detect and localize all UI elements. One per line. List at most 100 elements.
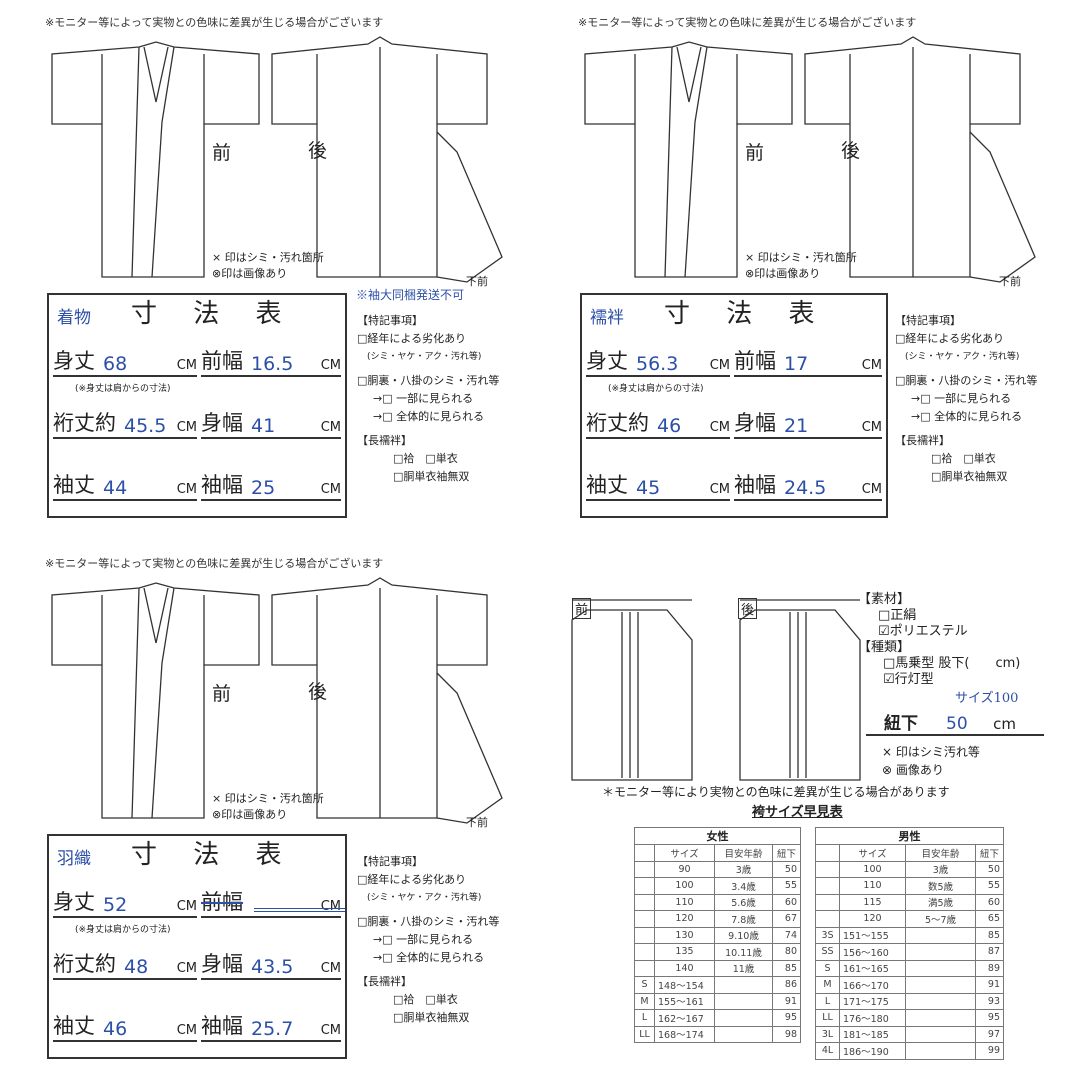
mitake-note: (※身丈は肩からの寸法): [75, 384, 171, 394]
table-cell: [634, 877, 655, 895]
himoshita-value: 50: [946, 714, 968, 734]
material-option[interactable]: □正絹: [878, 608, 917, 623]
unit-label: CM: [320, 482, 341, 497]
sheet-title: 寸 法 表: [131, 840, 296, 870]
note-line: □経年による劣化あり: [357, 873, 467, 886]
table-cell: [905, 959, 976, 977]
legend-line: ⊗印は画像あり: [212, 267, 288, 280]
unit-label: CM: [176, 482, 197, 497]
measurement-label: 裄丈約: [53, 952, 116, 976]
table-title: 男性: [815, 827, 1004, 845]
handwritten-note: ※袖大同梱発送不可: [356, 288, 465, 302]
note-line: □胴単衣袖無双: [393, 470, 470, 483]
note-line: (シミ・ヤケ・アク・汚れ等): [367, 352, 482, 362]
table-cell: [905, 992, 976, 1010]
kimono-front-collar: [101, 46, 205, 278]
table-cell: [905, 976, 976, 994]
special-notes: 【特記事項】□経年による劣化あり(シミ・ヤケ・アク・汚れ等)□胴裏・八掛のシミ・…: [357, 312, 499, 486]
kimono-back-outline: [804, 36, 1021, 278]
sheet-title: 寸 法 表: [131, 299, 296, 329]
shita-mae-label: 下前: [999, 275, 1021, 288]
legend-line: × 印はシミ汚れ等: [882, 745, 980, 759]
table-cell: 80: [772, 943, 801, 961]
measurement-value: 68: [103, 353, 128, 375]
color-disclaimer: ※モニター等によって実物との色味に差異が生じる場合がございます: [578, 16, 917, 29]
note-line: □経年による劣化あり: [895, 332, 1005, 345]
table-cell: 87: [975, 943, 1004, 961]
measurement-label: 身丈: [586, 349, 628, 373]
table-cell: 162〜167: [654, 1009, 715, 1027]
table-cell: 50: [772, 860, 801, 878]
note-line: 【長襦袢】: [357, 975, 412, 988]
material-heading: 【素材】: [858, 592, 911, 607]
note-line: □胴裏・八掛のシミ・汚れ等: [895, 374, 1038, 387]
garment-type-label: 羽織: [57, 849, 91, 869]
hakama-details: 【素材】□正絹☑ポリエステル【種類】□馬乗型 股下( cm)☑行灯型: [858, 592, 1020, 688]
table-cell: 120: [654, 910, 715, 928]
table-cell: [815, 910, 840, 928]
table-cell: 186〜190: [839, 1042, 906, 1060]
table-title: 女性: [634, 827, 801, 845]
table-cell: 55: [772, 877, 801, 895]
unit-label: CM: [320, 961, 341, 976]
measurement-label: 袖幅: [734, 473, 776, 497]
table-cell: SS: [815, 943, 840, 961]
type-option[interactable]: □馬乗型 股下( cm): [883, 656, 1021, 671]
material-option[interactable]: ☑ポリエステル: [878, 624, 968, 639]
size-note: サイズ100: [955, 691, 1019, 706]
measurement-label: 身丈: [53, 890, 95, 914]
shita-mae-label: 下前: [466, 275, 488, 288]
column-header: 目安年齢: [714, 844, 773, 862]
back-label: 後: [308, 140, 328, 162]
note-line: 【長襦袢】: [895, 434, 950, 447]
front-label: 前: [745, 142, 765, 164]
strike-line: [254, 908, 345, 912]
legend-line: ⊗印は画像あり: [212, 808, 288, 821]
note-line: 【特記事項】: [895, 314, 961, 327]
table-cell: [815, 877, 840, 895]
measurement-label: 身幅: [201, 952, 243, 976]
kimono-front-collar: [634, 46, 738, 278]
table-cell: 93: [975, 992, 1004, 1010]
table-cell: 3歳: [714, 860, 773, 878]
table-cell: [714, 1025, 773, 1043]
table-cell: 数5歳: [905, 877, 976, 895]
mitake-note: (※身丈は肩からの寸法): [75, 925, 171, 935]
table-cell: 3L: [815, 1025, 840, 1043]
table-cell: 140: [654, 959, 715, 977]
shita-mae-label: 下前: [466, 816, 488, 829]
type-heading: 【種類】: [858, 640, 911, 655]
table-cell: 60: [772, 893, 801, 911]
table-cell: L: [815, 992, 840, 1010]
table-cell: 60: [975, 893, 1004, 911]
unit-label: CM: [861, 358, 882, 373]
special-notes: 【特記事項】□経年による劣化あり(シミ・ヤケ・アク・汚れ等)□胴裏・八掛のシミ・…: [895, 312, 1037, 486]
measurement-value: 25.7: [251, 1018, 294, 1040]
legend-line: × 印はシミ・汚れ箇所: [745, 251, 857, 264]
sheet-title: 寸 法 表: [664, 299, 829, 329]
table-cell: 89: [975, 959, 1004, 977]
table-cell: [634, 943, 655, 961]
table-cell: 95: [772, 1009, 801, 1027]
type-option[interactable]: ☑行灯型: [883, 672, 934, 687]
note-line: □袷 □単衣: [931, 452, 996, 465]
table-cell: 120: [839, 910, 906, 928]
table-cell: 3歳: [905, 860, 976, 878]
garment-type-label: 襦袢: [590, 308, 624, 328]
garment-type-label: 着物: [57, 308, 91, 328]
table-cell: 50: [975, 860, 1004, 878]
